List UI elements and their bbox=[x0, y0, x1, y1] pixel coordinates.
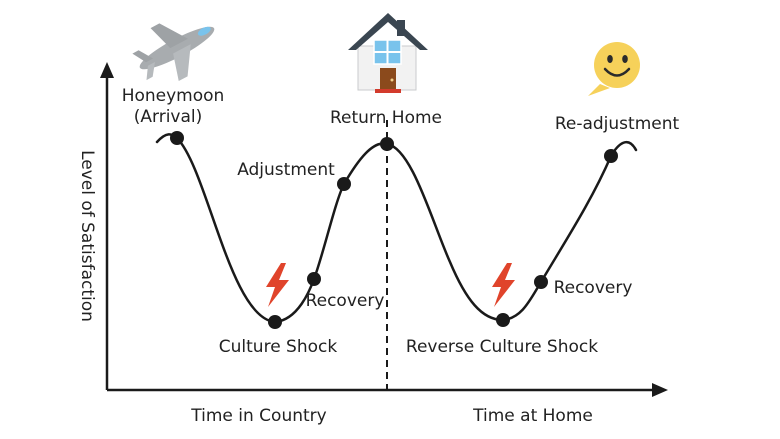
recovery-point-2 bbox=[534, 275, 548, 289]
recovery-label-1: Recovery bbox=[306, 291, 385, 311]
reverse-culture-shock-label: Reverse Culture Shock bbox=[406, 337, 598, 357]
arrival-label: (Arrival) bbox=[134, 107, 203, 127]
x-axis-arrow bbox=[652, 383, 668, 397]
honeymoon-label: Honeymoon bbox=[122, 86, 225, 106]
re-adjustment-point bbox=[604, 149, 618, 163]
recovery-point-1 bbox=[307, 272, 321, 286]
return-home-point bbox=[380, 137, 394, 151]
re-adjustment-label: Re-adjustment bbox=[555, 114, 680, 134]
y-axis-arrow bbox=[100, 62, 114, 78]
culture-shock-label: Culture Shock bbox=[219, 337, 338, 357]
lightning-bolt-icon bbox=[492, 263, 515, 307]
reverse-culture-shock-point bbox=[496, 313, 510, 327]
adjustment-point bbox=[337, 177, 351, 191]
x-axis-label-left: Time in Country bbox=[190, 406, 326, 426]
x-axis-label-right: Time at Home bbox=[472, 406, 593, 426]
adjustment-label: Adjustment bbox=[237, 160, 335, 180]
house-icon bbox=[348, 13, 428, 93]
lightning-bolt-icon bbox=[266, 263, 289, 307]
smiley-icon bbox=[588, 42, 640, 96]
honeymoon-point bbox=[170, 131, 184, 145]
y-axis-label: Level of Satisfaction bbox=[77, 150, 97, 322]
culture-shock-point bbox=[268, 315, 282, 329]
airplane-icon bbox=[132, 23, 215, 82]
recovery-label-2: Recovery bbox=[554, 278, 633, 298]
return-home-label: Return Home bbox=[330, 108, 442, 128]
